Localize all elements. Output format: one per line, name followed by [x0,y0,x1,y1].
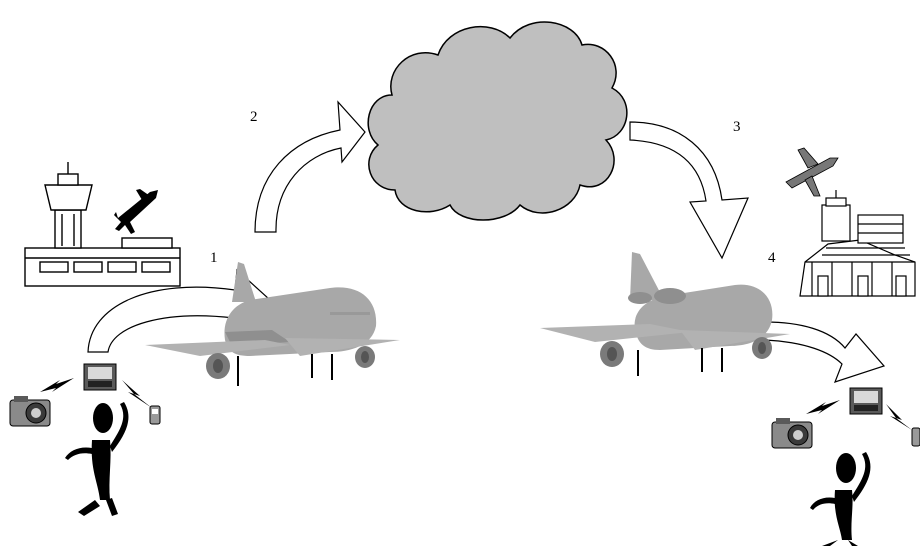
camera-icon [771,418,813,449]
step-label-2: 2 [250,109,258,125]
step-label-1: 1 [210,250,218,266]
small-plane-icon [114,189,158,234]
wireless-signal-icon [806,400,840,414]
trijet-icon [540,252,790,376]
cellphone-icon [149,405,161,425]
airport-tower-icon [24,162,181,287]
person-icon [65,402,129,516]
curved-arrow-icon [254,100,366,233]
airliner-icon [145,262,400,386]
pda-icon [849,387,883,415]
wireless-signal-icon [886,404,912,430]
small-plane-icon [785,147,839,197]
wireless-signal-icon [122,380,152,408]
curved-arrow-icon [764,321,886,383]
person-icon [810,452,871,546]
curved-arrow-icon [629,121,749,260]
cloud-icon [367,21,628,221]
wireless-signal-icon [40,378,74,392]
pda-icon [83,363,117,391]
terminal-building-icon [799,190,916,297]
camera-icon [9,396,51,427]
step-label-3: 3 [733,119,741,135]
step-label-4: 4 [768,250,776,266]
cellphone-icon [911,427,920,447]
